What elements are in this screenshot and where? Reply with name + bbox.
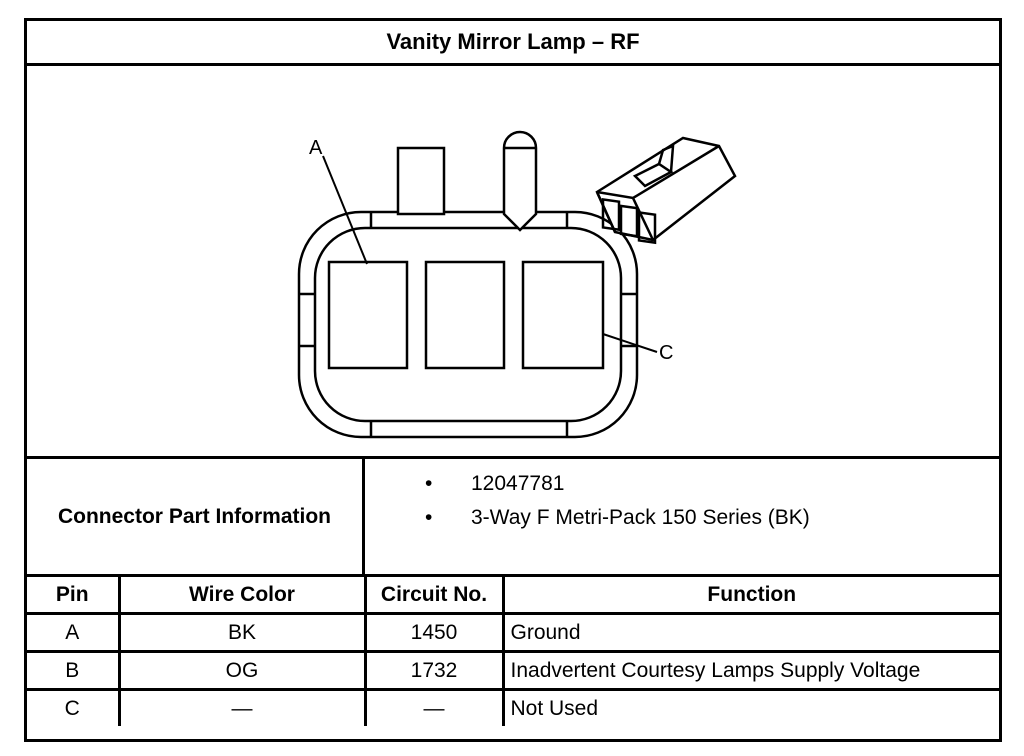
page-title: Vanity Mirror Lamp – RF: [27, 21, 999, 66]
header-circuit-no: Circuit No.: [363, 577, 505, 615]
cell-function: Inadvertent Courtesy Lamps Supply Voltag…: [501, 650, 999, 691]
header-function: Function: [501, 577, 999, 615]
connector-top-tab: [396, 146, 446, 216]
connector-part-info: Connector Part Information • 12047781 • …: [27, 459, 999, 577]
connector-housing-outer: [297, 210, 639, 439]
connector-diagram: A C: [27, 66, 999, 459]
connector-latch: [502, 130, 538, 232]
table-header-row: Pin Wire Color Circuit No. Function: [27, 577, 999, 615]
leader-line-a: [322, 155, 368, 265]
cell-wire-color: —: [117, 688, 367, 726]
table-row: B OG 1732 Inadvertent Courtesy Lamps Sup…: [27, 650, 999, 691]
cavity-a: [327, 260, 409, 370]
table-row: A BK 1450 Ground: [27, 612, 999, 653]
pin-table: Pin Wire Color Circuit No. Function A BK…: [27, 577, 999, 726]
callout-a-label: A: [309, 137, 323, 159]
leader-line-c: [602, 333, 658, 353]
cell-pin: A: [27, 612, 121, 653]
cell-circuit: 1732: [363, 650, 505, 691]
connector-iso-thumbnail: [595, 136, 737, 245]
list-item: • 12047781: [365, 467, 999, 501]
part-number: 12047781: [471, 472, 565, 495]
connector-end-view-sheet: Vanity Mirror Lamp – RF: [24, 18, 1002, 742]
cell-pin: C: [27, 688, 121, 726]
callout-c-label: C: [659, 342, 673, 364]
connector-part-info-label: Connector Part Information: [27, 459, 365, 574]
header-pin: Pin: [27, 577, 121, 615]
cell-function: Not Used: [501, 688, 999, 726]
header-wire-color: Wire Color: [117, 577, 367, 615]
cell-circuit: 1450: [363, 612, 505, 653]
connector-part-info-list: • 12047781 • 3-Way F Metri-Pack 150 Seri…: [365, 467, 999, 535]
cavity-c: [521, 260, 605, 370]
bullet-icon: •: [425, 506, 433, 529]
cell-wire-color: BK: [117, 612, 367, 653]
cell-wire-color: OG: [117, 650, 367, 691]
cell-function: Ground: [501, 612, 999, 653]
connector-drawing: A C: [297, 130, 737, 439]
cell-circuit: —: [363, 688, 505, 726]
connector-description: 3-Way F Metri-Pack 150 Series (BK): [471, 506, 810, 529]
table-row: C — — Not Used: [27, 688, 999, 726]
connector-housing-inner: [313, 226, 623, 423]
cavity-b: [424, 260, 506, 370]
cell-pin: B: [27, 650, 121, 691]
list-item: • 3-Way F Metri-Pack 150 Series (BK): [365, 501, 999, 535]
bullet-icon: •: [425, 472, 433, 495]
